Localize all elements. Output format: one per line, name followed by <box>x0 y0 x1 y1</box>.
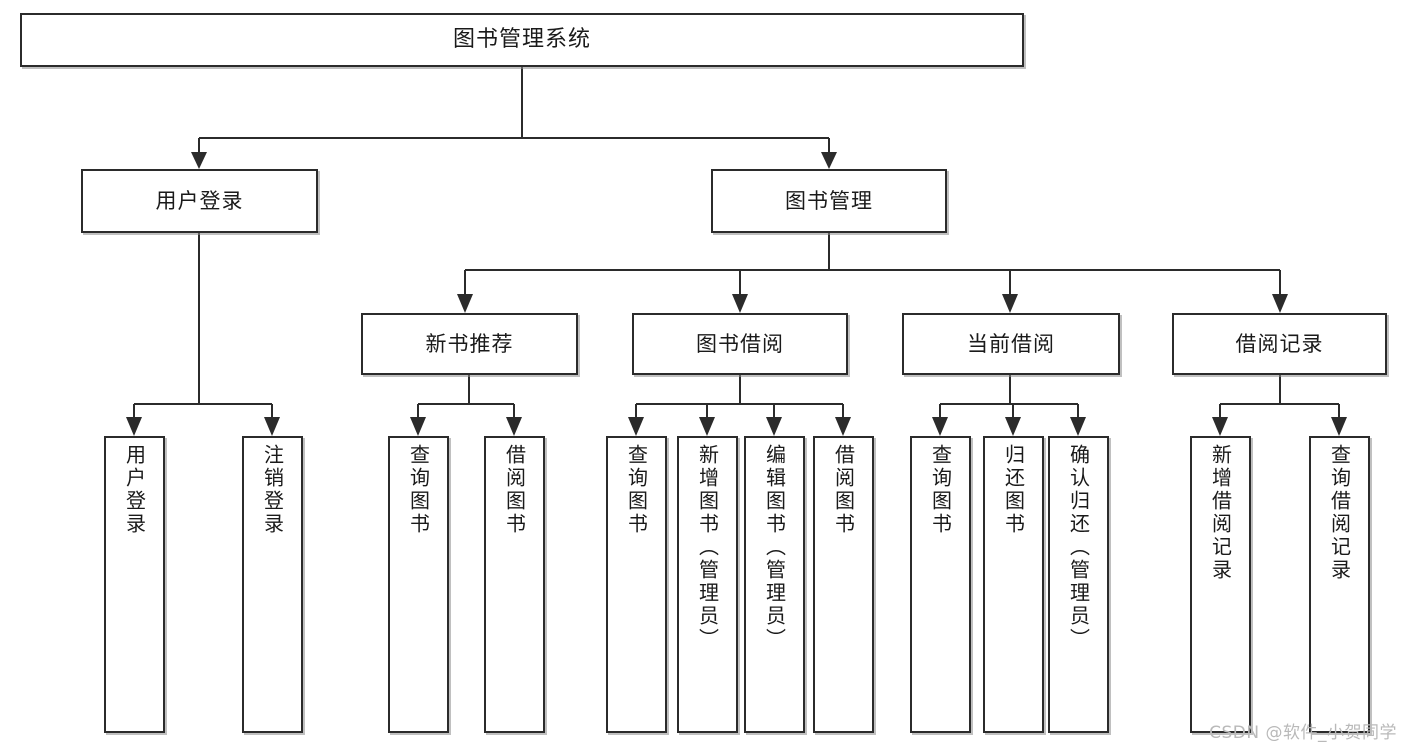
node-label: 新增图书（管理员） <box>695 444 720 651</box>
arrowhead-current <box>1002 294 1018 313</box>
node-label: 归还图书 <box>1001 444 1026 536</box>
node-label: 确认归还（管理员） <box>1066 444 1091 651</box>
arrowhead-leaf-borrow-book-1 <box>506 417 522 436</box>
leaf-query-book-new[interactable]: 查询图书 <box>388 436 449 733</box>
arrowhead-leaf-query-book-2 <box>628 417 644 436</box>
node-label: 图书管理系统 <box>452 27 591 53</box>
leaf-query-borrow-record[interactable]: 查询借阅记录 <box>1309 436 1370 733</box>
leaf-query-book-current[interactable]: 查询图书 <box>910 436 971 733</box>
node-label: 查询借阅记录 <box>1327 444 1352 582</box>
node-label: 当前借阅 <box>967 331 1055 356</box>
leaf-borrow-book-new[interactable]: 借阅图书 <box>484 436 545 733</box>
csdn-watermark: CSDN @软件_小贺同学 <box>1209 723 1397 743</box>
node-book-management[interactable]: 图书管理 <box>711 169 947 233</box>
node-label: 查询图书 <box>406 444 431 536</box>
arrowhead-borrow <box>732 294 748 313</box>
node-label: 编辑图书（管理员） <box>762 444 787 651</box>
arrowhead-records <box>1272 294 1288 313</box>
arrowhead-leaf-query-book-3 <box>932 417 948 436</box>
node-label: 借阅图书 <box>502 444 527 536</box>
arrowhead-leaf-borrow-book-2 <box>835 417 851 436</box>
node-label: 图书管理 <box>785 188 873 213</box>
arrowhead-leaf-confirm-return <box>1070 417 1086 436</box>
leaf-user-login[interactable]: 用户登录 <box>104 436 165 733</box>
leaf-borrow-book[interactable]: 借阅图书 <box>813 436 874 733</box>
arrowhead-leaf-query-record <box>1331 417 1347 436</box>
node-root-system[interactable]: 图书管理系统 <box>20 13 1024 67</box>
node-book-borrowing[interactable]: 图书借阅 <box>632 313 848 375</box>
arrowhead-leaf-edit-book <box>766 417 782 436</box>
arrowhead-leaf-logout <box>264 417 280 436</box>
node-new-book-recommendation[interactable]: 新书推荐 <box>361 313 578 375</box>
arrowhead-book-mgmt <box>821 152 837 169</box>
leaf-add-borrow-record[interactable]: 新增借阅记录 <box>1190 436 1251 733</box>
node-borrow-records[interactable]: 借阅记录 <box>1172 313 1387 375</box>
node-current-borrowing[interactable]: 当前借阅 <box>902 313 1120 375</box>
arrowhead-leaf-query-book-1 <box>410 417 426 436</box>
node-label: 查询图书 <box>928 444 953 536</box>
node-label: 借阅图书 <box>831 444 856 536</box>
leaf-confirm-return-admin[interactable]: 确认归还（管理员） <box>1048 436 1109 733</box>
arrowhead-leaf-add-book <box>699 417 715 436</box>
arrowhead-leaf-return-book <box>1005 417 1021 436</box>
arrowhead-leaf-user-login <box>126 417 142 436</box>
arrowhead-new-books <box>457 294 473 313</box>
leaf-add-book-admin[interactable]: 新增图书（管理员） <box>677 436 738 733</box>
node-label: 图书借阅 <box>696 331 784 356</box>
node-label: 用户登录 <box>122 444 147 536</box>
leaf-logout[interactable]: 注销登录 <box>242 436 303 733</box>
leaf-edit-book-admin[interactable]: 编辑图书（管理员） <box>744 436 805 733</box>
node-label: 新书推荐 <box>425 331 514 356</box>
arrowhead-leaf-add-record <box>1212 417 1228 436</box>
node-label: 用户登录 <box>155 188 244 213</box>
leaf-return-book[interactable]: 归还图书 <box>983 436 1044 733</box>
leaf-query-book-borrow[interactable]: 查询图书 <box>606 436 667 733</box>
node-label: 借阅记录 <box>1235 331 1324 356</box>
node-label: 新增借阅记录 <box>1208 444 1233 582</box>
node-label: 注销登录 <box>260 444 285 536</box>
arrowhead-user-login <box>191 152 207 169</box>
node-user-login[interactable]: 用户登录 <box>81 169 318 233</box>
node-label: 查询图书 <box>624 444 649 536</box>
